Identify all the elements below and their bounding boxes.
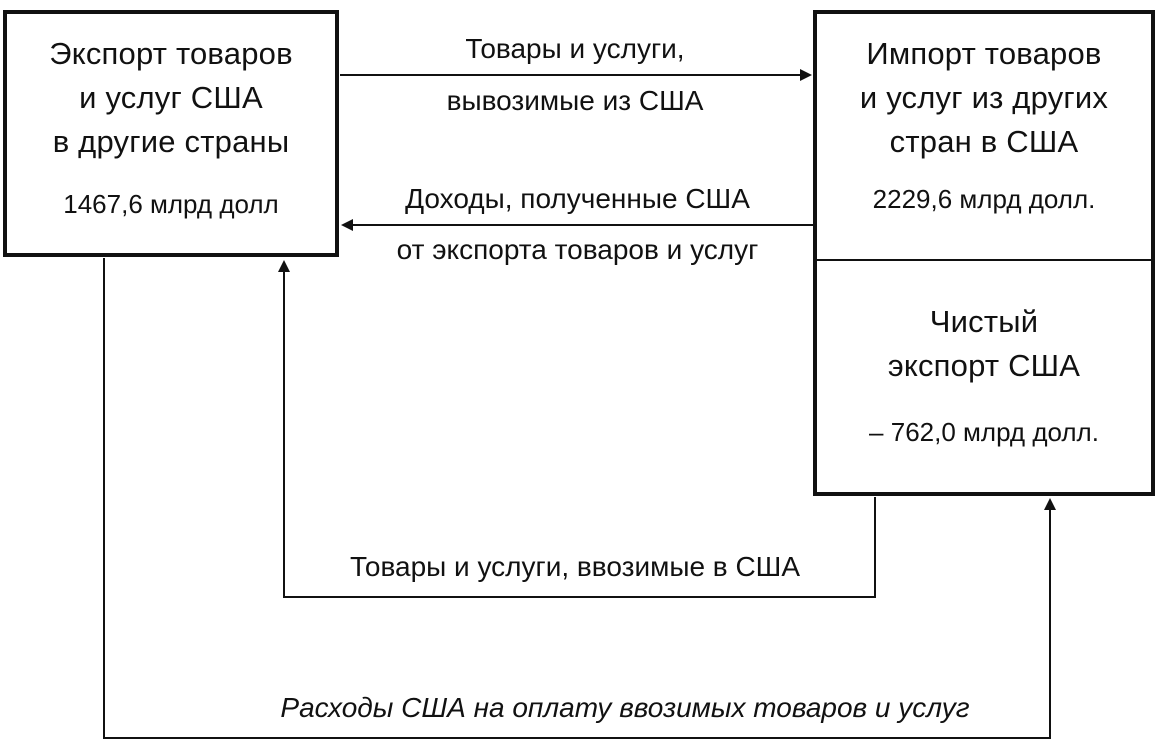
imports-title-line: Импорт товаров	[866, 36, 1102, 71]
exports-title-line: Экспорт товаров	[49, 36, 293, 71]
net-exports-title: Чистый экспорт США	[815, 300, 1153, 388]
goods-imported-arrow	[278, 260, 876, 598]
imports-title-line: и услуг из других	[859, 80, 1109, 115]
exports-title-line: в другие страны	[52, 124, 290, 159]
goods-exported-label-line1: Товары и услуги,	[465, 33, 685, 64]
imports-title-line: стран в США	[889, 124, 1079, 159]
export-income-label-line1: Доходы, полученные США	[405, 183, 750, 214]
import-spending-arrow	[103, 258, 1056, 739]
exports-value: 1467,6 млрд долл	[63, 189, 279, 219]
net-exports-title-line: Чистый	[929, 304, 1039, 339]
goods-imported-label: Товары и услуги, ввозимые в США	[349, 551, 801, 582]
net-exports-title-line: экспорт США	[887, 348, 1081, 383]
net-exports-value: – 762,0 млрд долл.	[869, 417, 1099, 447]
imports-value: 2229,6 млрд долл.	[872, 184, 1096, 214]
exports-box-title: Экспорт товаров и услуг США в другие стр…	[5, 32, 337, 164]
exports-box	[3, 10, 339, 257]
imports-box-title: Импорт товаров и услуг из других стран в…	[815, 32, 1153, 164]
import-spending-label: Расходы США на оплату ввозимых товаров и…	[280, 692, 970, 723]
goods-exported-label-line2: вывозимые из США	[446, 85, 704, 116]
imports-box	[813, 10, 1155, 496]
exports-title-line: и услуг США	[79, 80, 263, 115]
export-income-label-line2: от экспорта товаров и услуг	[396, 234, 759, 265]
